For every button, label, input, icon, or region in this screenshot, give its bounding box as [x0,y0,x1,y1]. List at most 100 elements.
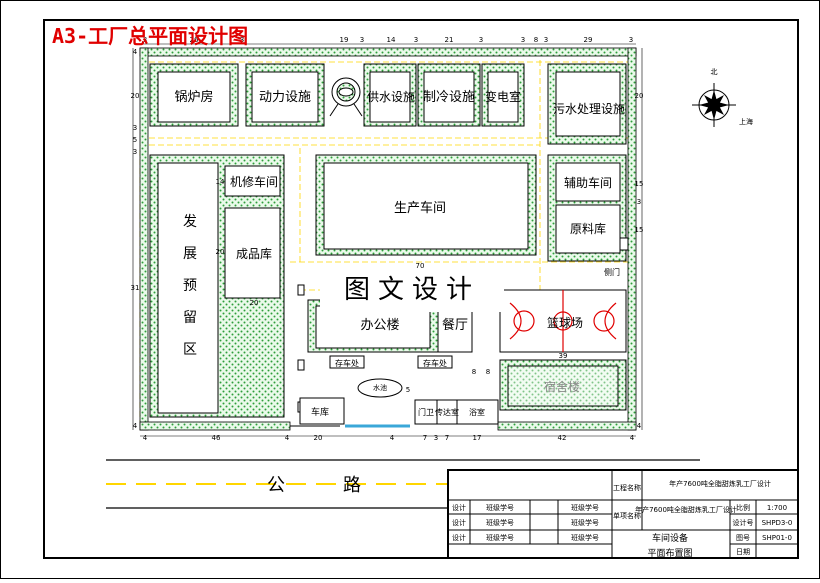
label-reception: 传达室 [435,407,459,417]
tb-field2: 班级学号 [571,518,599,527]
label-product: 成品库 [236,246,272,261]
dim-top: 3 [360,36,364,44]
dim-right: 15 [635,226,644,234]
label-substation: 变电室 [485,89,521,104]
water-tower-icon [329,77,363,117]
title-block-frame [447,469,799,559]
tb-field: 班级学号 [486,503,514,512]
dim-left: 4 [133,422,138,430]
tb-project-value: 年产7600吨全脂甜炼乳工厂设计 [669,479,771,488]
tb-drawing-title-1: 车间设备 [652,532,688,544]
dim-top: 3 [479,36,483,44]
pool-shape [357,378,403,398]
dim-top: 3 [521,36,525,44]
dim-top: 21 [445,36,454,44]
label-water: 供水设施 [367,90,415,104]
tb-field2: 班级学号 [571,503,599,512]
tb-role: 设计 [452,503,466,512]
title-block-text: 工程名称 年产7600吨全脂甜炼乳工厂设计 单项名称 年产7600吨全脂甜炼乳工… [452,479,792,559]
label-office: 办公楼 [360,318,399,333]
dim-left: 20 [131,92,140,100]
road-label-1: 公 [267,475,285,496]
dim-top: 8 [534,36,538,44]
dim-bottom: 7 [445,434,449,442]
dim-misc: 39 [559,352,568,360]
tb-design-no-label: 设计号 [733,518,754,527]
lower-buildings [299,289,627,425]
dimension-lines [132,43,643,437]
compass-icon [692,83,736,127]
road-label-2: 路 [343,475,361,496]
dim-left: 5 [133,136,137,144]
dim-bottom: 7 [423,434,427,442]
public-road [106,459,700,509]
label-gate: 门卫 [418,407,434,417]
label-sewage: 污水处理设施 [553,102,625,116]
dim-bottom: 46 [212,434,221,442]
tb-drawing-title-2: 平面布置图 [647,547,692,559]
dim-misc: 20 [216,248,225,256]
label-aux: 辅助车间 [564,175,612,190]
watermark-panel [320,268,504,312]
site-boundary [139,47,637,431]
label-basketball: 篮球场 [547,315,583,330]
basketball-court-lines [509,290,617,352]
sheet-headline: A3-工厂总平面设计图 [52,24,249,48]
tb-design-no-value: SHPD3-0 [762,519,793,527]
dim-left: 31 [131,284,140,292]
tb-item-value: 年产7600吨全脂甜炼乳工厂设计 [635,505,737,514]
top-buildings [149,63,627,145]
tb-scale-label: 比例 [736,503,750,512]
tb-drawing-no-label: 图号 [736,534,750,542]
dim-top: 26 [190,36,199,44]
inner-border [43,19,799,559]
dimension-labels: 3 26 3 19 3 14 3 21 3 3 8 3 29 3 4 46 4 … [131,36,644,442]
label-reserve-1: 发 [183,214,197,230]
tb-role: 设计 [452,518,466,527]
dim-left: 3 [133,148,137,156]
dim-top: 3 [629,36,633,44]
label-canteen: 餐厅 [442,317,468,333]
label-boiler: 锅炉房 [174,89,213,105]
label-shower: 浴室 [469,407,485,417]
dim-left: 3 [133,124,137,132]
dim-misc: 70 [416,262,425,270]
label-reserve-5: 区 [183,342,197,358]
tb-role: 设计 [452,533,466,542]
dim-top: 19 [340,36,349,44]
compass-north-label: 北 [711,68,718,76]
tb-drawing-no-value: SHP01-0 [762,534,792,542]
dim-misc: 14 [216,178,225,186]
dim-bottom: 4 [285,434,290,442]
dim-right: 20 [635,92,644,100]
label-bike-2: 存车处 [423,358,447,368]
dim-bottom: 3 [434,434,438,442]
dim-bottom: 4 [143,434,148,442]
label-bike-1: 存车处 [335,358,359,368]
label-reserve-3: 预 [183,278,197,294]
tb-item-label: 单项名称 [613,511,641,520]
tb-date-label: 日期 [736,548,750,556]
dim-bottom: 42 [558,434,567,442]
tb-project-label: 工程名称 [613,483,641,492]
label-side-gate: 侧门 [604,267,620,277]
middle-buildings [149,154,627,418]
dim-bottom: 20 [314,434,323,442]
watermark-text: 图文设计 [344,275,480,305]
dim-right: 3 [637,198,641,206]
dim-top: 14 [387,36,396,44]
dim-top: 3 [240,36,244,44]
dim-left: 4 [133,48,138,56]
dim-bottom: 17 [473,434,482,442]
tb-field: 班级学号 [486,533,514,542]
dim-misc: 5 [406,386,410,394]
label-pool: 水池 [373,383,387,392]
dim-right: 15 [635,180,644,188]
dim-top: 3 [143,36,147,44]
label-production: 生产车间 [394,200,446,216]
label-reserve-4: 留 [183,310,197,326]
building-labels: 锅炉房 动力设施 供水设施 制冷设施 变电室 污水处理设施 机修车间 生产车间 … [174,89,625,418]
dim-misc: 8 [472,368,476,376]
